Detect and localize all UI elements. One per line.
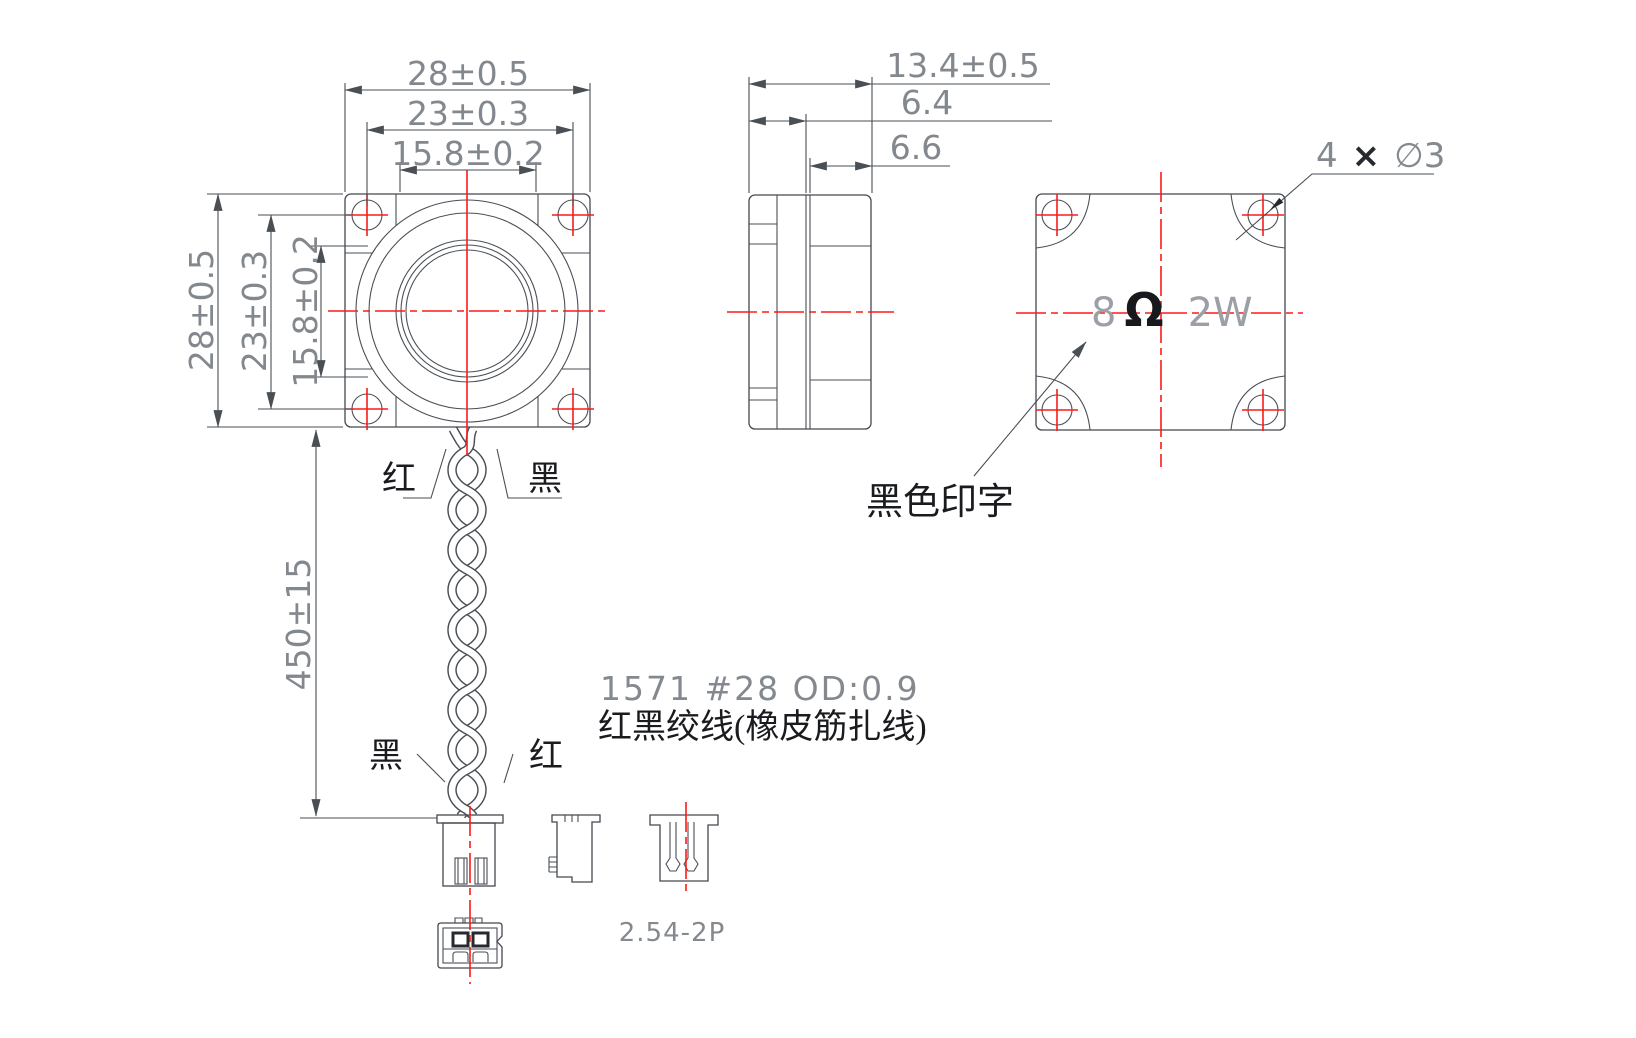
hole-diameter: ∅3 [1394,136,1445,176]
print-note: 黑色印字 [866,341,1087,523]
front-corner-tabs [345,194,590,427]
print-note-leader [973,341,1087,477]
connector-type-label: 2.54-2P [619,918,726,948]
label-red-bottom: 红 [529,737,563,775]
leader-red-top [403,448,447,499]
dim-text-depth-total: 13.4±0.5 [886,46,1040,85]
connector-side-outline [551,814,601,883]
front-dimensions-top: 28±0.5 23±0.3 15.8±0.2 [344,54,591,206]
dim-text-wire-length: 450±15 [279,558,318,691]
hole-callout: 4 × ∅3 [1235,136,1445,241]
leader-black-bottom [416,753,446,783]
dim-text-width-cone: 15.8±0.2 [391,134,545,173]
leader-black-top [496,448,562,499]
wire-spec-line2: 红黑绞线(橡皮筋扎线) [598,708,927,746]
side-dimensions: 13.4±0.5 6.4 6.6 [748,46,1052,193]
receptacle-prong [683,822,699,872]
dim-text-depth-front: 6.4 [901,83,953,122]
dim-text-height-cone: 15.8±0.2 [286,234,325,388]
back-hole-crosshairs [1036,194,1284,431]
connector-side-view [548,814,601,883]
hole-callout-leader [1235,173,1434,241]
connector-body [442,822,496,887]
connector-contact-window [451,931,470,948]
front-dimensions-left: 28±0.5 23±0.3 15.8±0.2 [182,193,368,428]
dim-text-width-holes: 23±0.3 [407,94,529,133]
connector-pin-slots [454,857,488,885]
wire-length-dimension: 450±15 [279,429,437,819]
wire-spec-line1: 1571 #28 OD:0.9 [600,669,920,708]
times-symbol: × [1352,136,1381,176]
back-marking-text: 8 Ω 2W [1091,283,1253,337]
hole-callout-text: 4 × ∅3 [1316,136,1445,176]
extension-lines [207,193,368,428]
label-black-bottom: 黑 [369,738,403,775]
connector-side-ticks [564,815,579,822]
side-view [727,194,894,430]
marking-ohm-symbol: Ω [1124,283,1163,337]
dim-text-height-holes: 23±0.3 [235,250,274,372]
connector-side-latch [548,856,557,873]
marking-power: 2W [1188,290,1253,336]
leader-red-bottom [503,753,514,784]
marking-impedance-value: 8 [1091,290,1116,336]
dim-text-height-outer: 28±0.5 [182,249,221,371]
receptacle-prong [665,822,681,872]
dim-text-depth-rear: 6.6 [890,128,942,167]
print-note-text: 黑色印字 [866,481,1014,523]
connector-receptacle-view [649,802,719,892]
back-corner-pockets [1035,193,1286,431]
back-view: 8 Ω 2W [1016,172,1303,467]
label-red-top: 红 [382,460,416,498]
wire-spec: 1571 #28 OD:0.9 红黑绞线(橡皮筋扎线) [598,669,927,746]
connector-bottom-outline [437,922,503,969]
connector-bottom-tabs [454,917,483,923]
connector-bottom-view [437,917,503,969]
extension-lines [748,77,873,193]
extension-lines [344,83,591,206]
wire-labels: 红 黑 黑 红 [369,448,563,784]
receptacle-outline [649,814,719,882]
front-hole-crosshairs [346,194,594,430]
connector-contact-window [471,931,490,948]
label-black-top: 黑 [528,461,562,498]
connector-lower-slots [452,951,489,962]
twisted-wire-pair [447,426,487,819]
hole-callout-arrow [1270,197,1284,210]
front-view [328,170,607,819]
dim-text-width-outer: 28±0.5 [407,54,529,93]
